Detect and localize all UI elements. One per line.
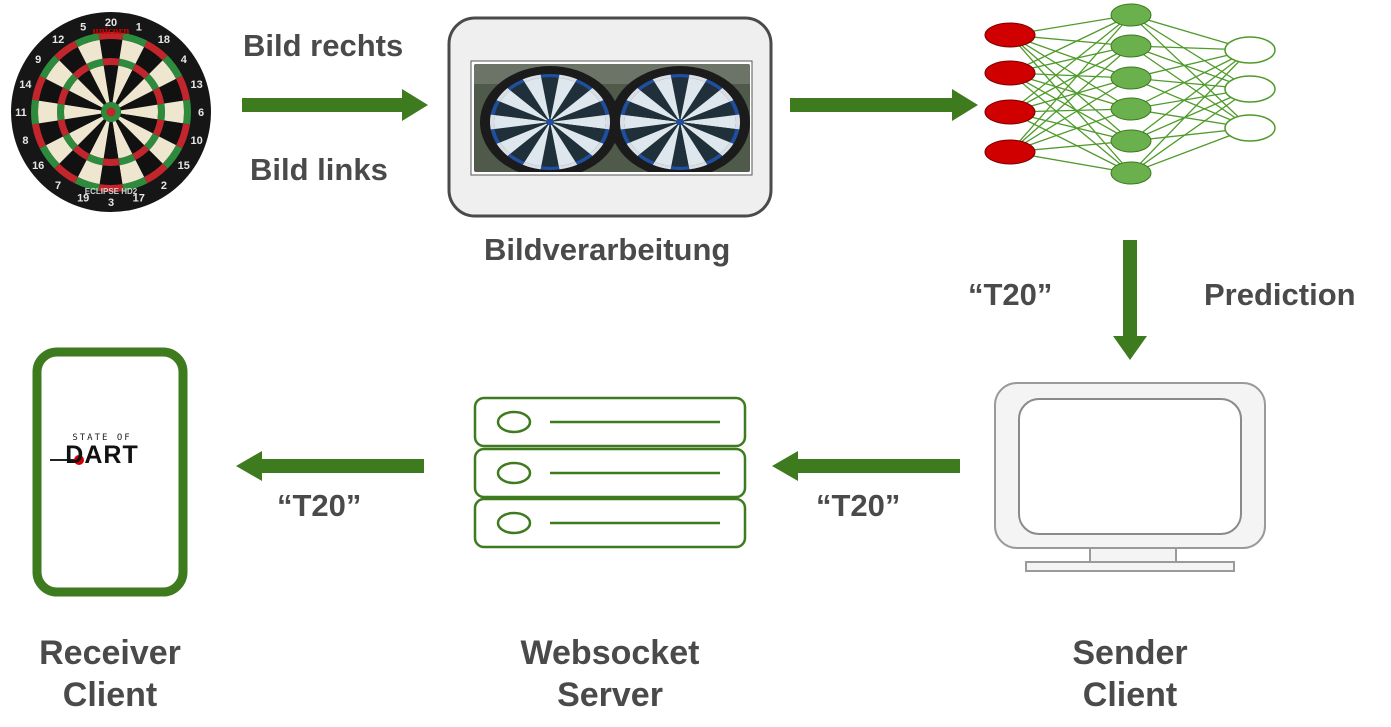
dartboard-number: 1 (136, 21, 142, 33)
output-node (1224, 75, 1276, 103)
input-node (984, 22, 1036, 48)
label-websocket-server: Websocket Server (490, 632, 730, 716)
server-unit (473, 396, 747, 448)
dart-logo-mark (50, 455, 84, 465)
input-node (984, 60, 1036, 86)
label-t20-sender: “T20” (816, 488, 901, 523)
output-node (1224, 36, 1276, 64)
photo-dartboard (480, 66, 620, 172)
label-bildverarbeitung: Bildverarbeitung (484, 232, 731, 267)
hidden-node (1110, 34, 1152, 58)
server-unit (473, 447, 747, 499)
dartboard-number: 16 (32, 160, 44, 172)
neural-network-icon (984, 3, 1276, 185)
app-logo-top: STATE OF (72, 433, 132, 443)
app-logo: STATE OF DART (52, 433, 152, 469)
dartboard-number: 6 (198, 107, 204, 119)
label-websocket-line1: Websocket (520, 634, 700, 672)
server-unit (473, 497, 747, 549)
dartboard-number: 18 (158, 34, 170, 46)
smartphone-icon (32, 347, 188, 597)
photo-dartboard (610, 66, 750, 172)
label-sender-client: Sender Client (1030, 632, 1230, 716)
dartboard-number: 4 (181, 54, 188, 66)
arrow-server-to-receiver (236, 451, 424, 481)
dartboard-brand: unicorn (93, 25, 130, 37)
hidden-node (1110, 66, 1152, 90)
dartboard-image: 20 1 18 4 13 6 10 15 2 17 3 19 7 16 8 11 14 9 12 5 unicornEC… (11, 12, 211, 212)
server-icon (473, 396, 747, 549)
label-t20-receiver: “T20” (277, 488, 362, 523)
monitor-icon (994, 382, 1266, 572)
hidden-node (1110, 129, 1152, 153)
dartboard-number: 2 (161, 180, 167, 192)
label-receiver-client: Receiver Client (10, 632, 210, 716)
image-processing-box (447, 16, 773, 218)
dartboard-number: 10 (190, 135, 202, 147)
hidden-node (1110, 97, 1152, 121)
dartboard-number: 5 (80, 21, 86, 33)
arrow-prediction-down (1113, 240, 1147, 360)
dartboard-number: 12 (52, 34, 64, 46)
dartboard-number: 11 (15, 107, 27, 119)
dartboard-number: 8 (22, 135, 28, 147)
dartboard-number: 3 (108, 197, 114, 209)
dartboard-number: 7 (55, 180, 61, 192)
dartboard-number: 19 (77, 193, 89, 205)
dartboard-number: 17 (133, 193, 145, 205)
label-websocket-line2: Server (557, 676, 663, 714)
hidden-node (1110, 161, 1152, 185)
arrow-processing-to-network (790, 89, 978, 121)
label-sender-line1: Sender (1072, 634, 1188, 672)
label-t20-prediction: “T20” (968, 277, 1053, 312)
app-logo-main: DART (65, 441, 139, 469)
label-sender-line2: Client (1082, 676, 1178, 714)
arrow-dartboard-to-processing (242, 89, 428, 121)
label-receiver-line2: Client (62, 676, 158, 714)
hidden-node (1110, 3, 1152, 27)
dartboard-number: 9 (35, 54, 41, 66)
input-node (984, 139, 1036, 165)
dartboard-number: 15 (178, 160, 190, 172)
stereo-dartboard-photo (474, 64, 750, 172)
input-node (984, 99, 1036, 125)
label-bild-rechts: Bild rechts (243, 28, 404, 63)
label-receiver-line1: Receiver (39, 634, 181, 672)
label-prediction: Prediction (1204, 277, 1356, 312)
dartboard-number: 13 (190, 79, 202, 91)
label-bild-links: Bild links (250, 152, 388, 187)
arrow-sender-to-server (772, 451, 960, 481)
dartboard-number: 20 (105, 17, 117, 29)
dartboard-number: 14 (19, 79, 32, 91)
output-node (1224, 114, 1276, 142)
dartboard-model: ECLIPSE HD2 (85, 187, 138, 196)
